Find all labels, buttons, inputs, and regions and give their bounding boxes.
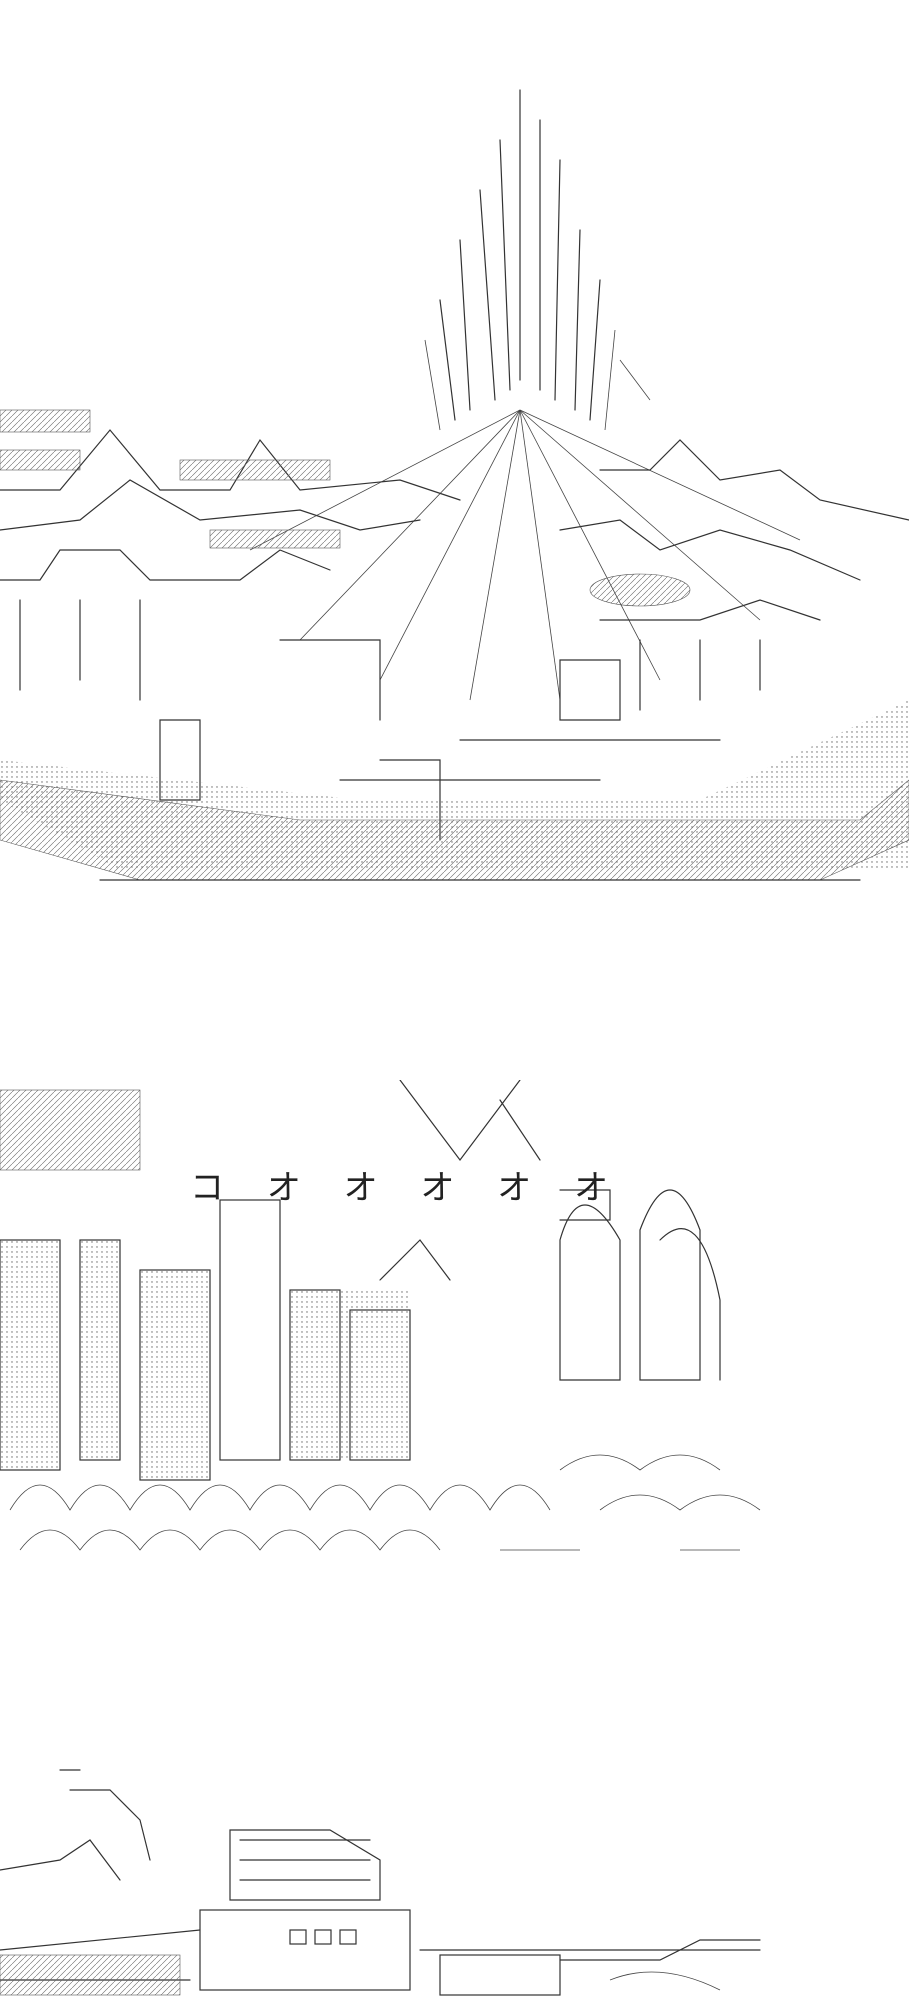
town-buildings	[0, 1769, 761, 1996]
castle-illustration	[0, 89, 909, 881]
sfx-char: オ	[420, 1168, 471, 1208]
sfx-char: オ	[266, 1168, 317, 1208]
castle-spire	[424, 89, 651, 431]
left-city	[0, 409, 461, 801]
foreground-pattern	[0, 700, 909, 881]
sfx-char: オ	[343, 1168, 394, 1208]
crowd-panel: コ オ オ オ オ オ	[0, 1080, 909, 1600]
right-city	[559, 439, 909, 721]
sfx-char: コ	[190, 1168, 240, 1208]
town-illustration	[0, 1769, 761, 1996]
cheering-crowd	[9, 1454, 761, 1551]
sfx-char: オ	[574, 1168, 625, 1208]
left-buildings	[0, 1089, 211, 1481]
center-buildings	[219, 1080, 521, 1461]
light-rays	[249, 409, 801, 701]
arched-windows	[499, 1099, 721, 1381]
sfx-char: オ	[497, 1168, 548, 1208]
crowd-illustration	[0, 1080, 761, 1551]
town-panel	[0, 1760, 909, 2000]
sound-effect-koooo: コ オ オ オ オ オ	[190, 1160, 624, 1209]
castle-panel	[0, 80, 909, 920]
